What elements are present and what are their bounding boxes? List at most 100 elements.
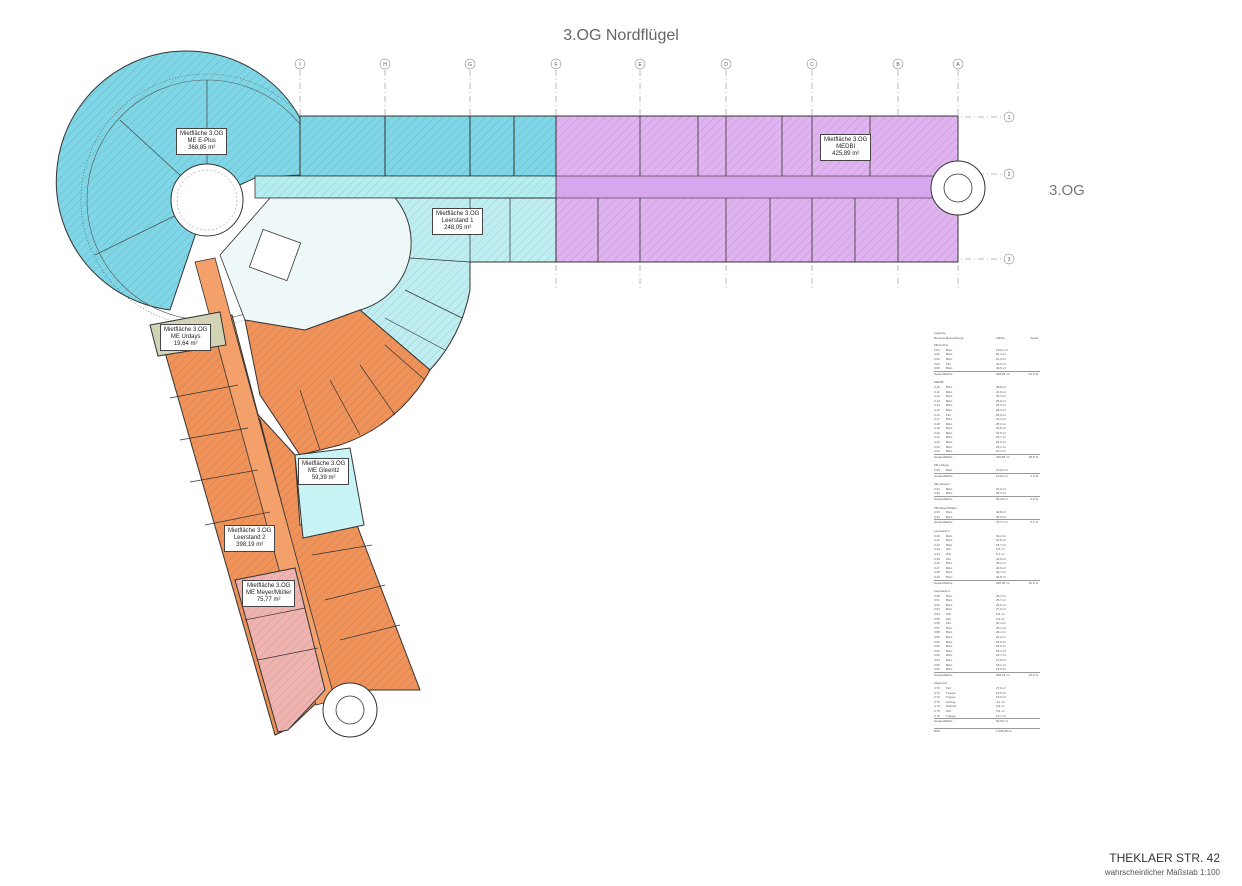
axis-label-B: B [896, 62, 900, 68]
axis-label-r2: 2 [1008, 172, 1011, 178]
axis-label-D: D [724, 62, 728, 68]
unit-leerstand-2-curve[interactable] [244, 309, 431, 456]
axis-marker-H [379, 58, 391, 70]
corridor-north [254, 175, 557, 199]
axis-marker-A [952, 58, 964, 70]
axis-label-E: E [638, 62, 642, 68]
legend-group: ME Meyer/Müller [934, 505, 957, 510]
unit-eplus-north[interactable] [299, 115, 557, 177]
plan-title: 3.OG Nordflügel [563, 27, 679, 44]
axis-label-r1: 1 [1008, 115, 1011, 121]
legend-group: ME Gleeritz [934, 482, 950, 487]
room-dividers-wing [169, 384, 401, 661]
legend-group: ME E-Plus [934, 343, 949, 348]
unit-medbi[interactable] [555, 115, 959, 263]
legend-group: MEDBI [934, 380, 944, 385]
axis-marker-G [464, 58, 476, 70]
stair-core-round [170, 163, 244, 237]
axis-marker-E [634, 58, 646, 70]
legend-group: Leerstand 2 [934, 589, 950, 594]
axis-marker-r2 [1003, 168, 1015, 180]
axis-marker-r1 [1003, 111, 1015, 123]
scale-note: wahrscheinlicher Maßstab 1:100 [1104, 868, 1220, 877]
legend-group: ME Urdays [934, 463, 949, 468]
axis-marker-F [550, 58, 562, 70]
axis-label-C: C [810, 62, 814, 68]
axis-marker-B [892, 58, 904, 70]
axis-marker-I [294, 58, 306, 70]
axis-label-F: F [554, 62, 557, 68]
legend-group: Allgemein [934, 681, 948, 686]
stair-east [930, 160, 986, 216]
axis-marker-r3 [1003, 253, 1015, 265]
axis-label-G: G [468, 62, 472, 68]
unit-meyer[interactable] [234, 567, 326, 733]
stair-south [322, 682, 378, 738]
axis-label-H: H [383, 62, 387, 68]
address: THEKLAER STR. 42 [1109, 851, 1220, 865]
axis-label-I: I [299, 62, 300, 68]
floor-label: 3.OG [1049, 182, 1085, 199]
axis-marker-D [720, 58, 732, 70]
